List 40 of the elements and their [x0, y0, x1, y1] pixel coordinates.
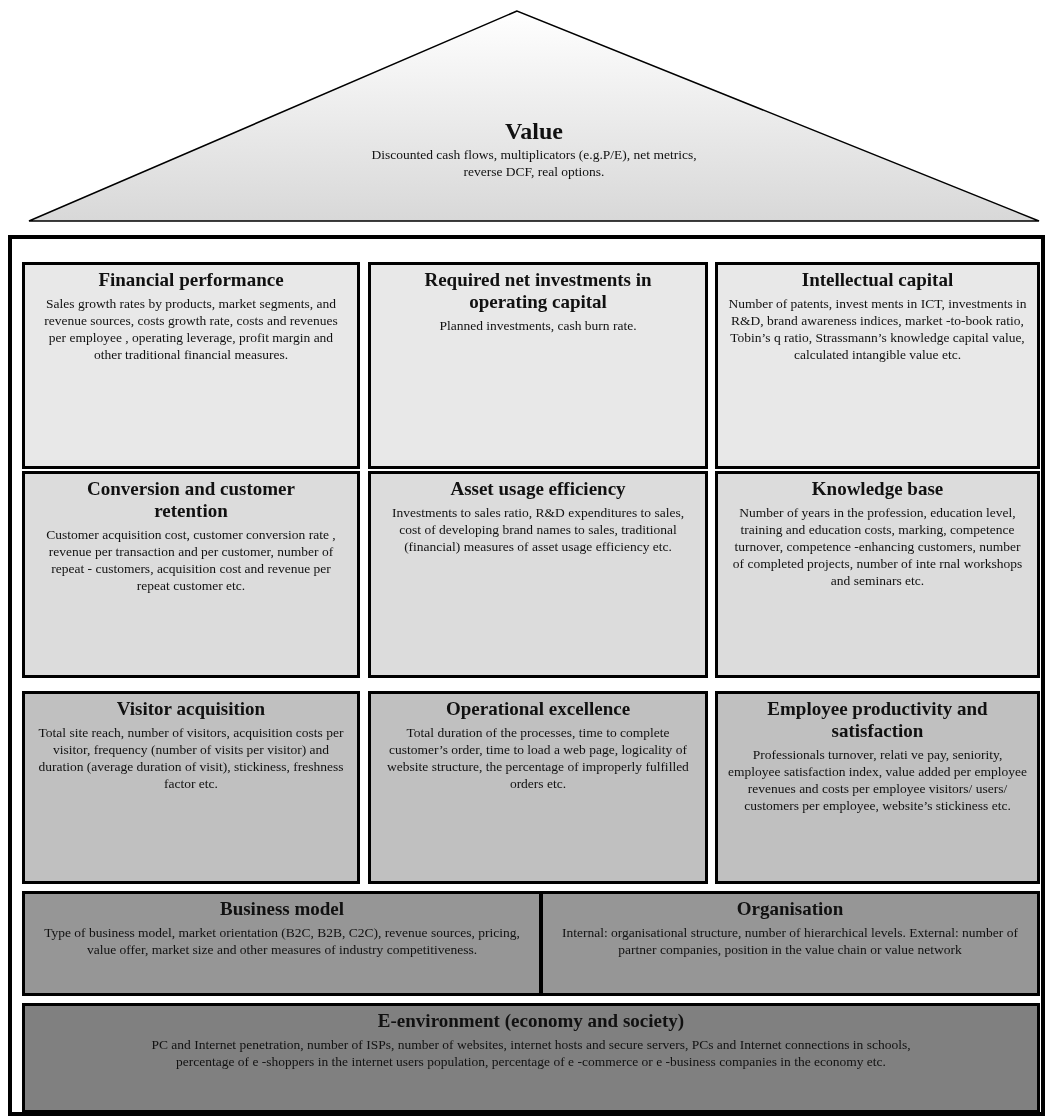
box-heading: Operational excellence [444, 698, 632, 720]
roof-heading: Value [504, 118, 564, 144]
box-heading: Required net investments in operating capital [423, 269, 653, 313]
box-heading: Business model [218, 898, 346, 920]
box-heading: Financial performance [97, 269, 285, 291]
metric-box [715, 471, 1040, 678]
box-heading: Asset usage efficiency [449, 478, 627, 500]
box-heading: Employee productivity and satisfaction [766, 698, 989, 742]
house-frame [8, 235, 1045, 1116]
metric-box [22, 1003, 1040, 1113]
metric-box [368, 471, 708, 678]
metric-box [715, 691, 1040, 884]
box-description: Total duration of the processes, time to complete customer’s order, time to load a web page, logicality of website structure, the percentage of improperly fulfilled orders etc. [386, 724, 690, 792]
box-description: Planned investments, cash burn rate. [438, 317, 638, 334]
metric-box [22, 262, 360, 469]
box-description: Number of years in the profession, education level, training and education costs, marking, competence turnover, competence -enhancing customers, number of completed projects, number of inte rnal workshops and seminars etc. [731, 504, 1024, 589]
box-description: Sales growth rates by products, market segments, and revenue sources, costs growth rate, costs and revenues per employee , operating leverage, profit margin and other traditional financial measures. [43, 295, 339, 363]
box-description: PC and Internet penetration, number of ISPs, number of websites, internet hosts and secure servers, PCs and Internet connections in schools, percentage of e -shoppers in the internet users population, percentage of e -commerce or e -business companies in the economy etc. [150, 1036, 912, 1070]
box-description: Investments to sales ratio, R&D expenditures to sales, cost of developing brand names to sales, traditional (financial) measures of asset usage efficiency etc. [390, 504, 686, 555]
metric-box [540, 891, 1040, 996]
metric-box [22, 471, 360, 678]
metric-box [368, 262, 708, 469]
metric-box [368, 691, 708, 884]
roof-description: Discounted cash flows, multiplicators (e.g.P/E), net metrics, reverse DCF, real options. [370, 146, 698, 180]
roof-triangle [28, 10, 1040, 222]
metric-box [22, 691, 360, 884]
box-heading: E-environment (economy and society) [376, 1010, 686, 1032]
metric-box [715, 262, 1040, 469]
box-description: Type of business model, market orientation (B2C, B2B, C2C), revenue sources, pricing, value offer, market size and other measures of industry competitiveness. [43, 924, 521, 958]
box-description: Total site reach, number of visitors, acquisition costs per visitor, frequency (number of visits per visitor) and duration (average duration of visit), stickiness, freshness factor etc. [37, 724, 345, 792]
metric-box [22, 891, 542, 996]
box-description: Number of patents, invest ments in ICT, investments in R&D, brand awareness indices, market -to-book ratio, Tobin’s q ratio, Strassmann’s knowledge capital value, calculated intangible value etc. [728, 295, 1027, 363]
box-heading: Conversion and customer retention [86, 478, 296, 522]
box-description: Professionals turnover, relati ve pay, seniority, employee satisfaction index, value added per employee revenues and costs per employee visitors/ users/ customers per employee, website’s stickiness etc. [728, 746, 1027, 814]
box-description: Internal: organisational structure, number of hierarchical levels. External: number of partner companies, position in the value chain or value network [561, 924, 1019, 958]
box-heading: Visitor acquisition [115, 698, 267, 720]
box-heading: Intellectual capital [800, 269, 955, 291]
box-heading: Organisation [735, 898, 845, 920]
box-description: Customer acquisition cost, customer conversion rate , revenue per transaction and per customer, number of repeat - customers, acquisition cost and revenue per repeat customer etc. [45, 526, 337, 594]
box-heading: Knowledge base [810, 478, 945, 500]
